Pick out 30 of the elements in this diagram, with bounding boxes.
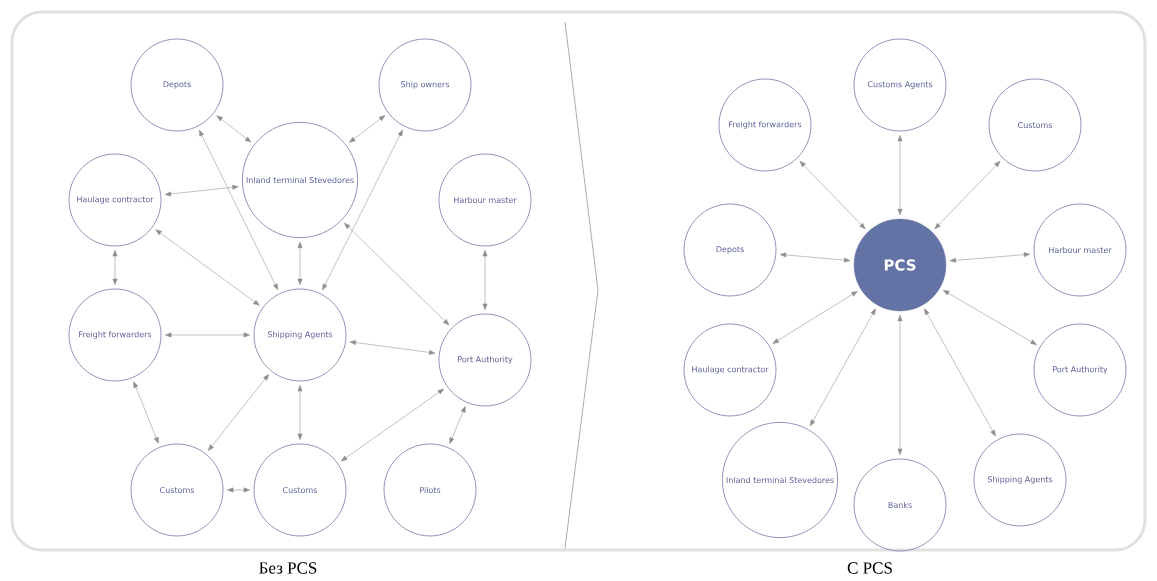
- arrow: [207, 374, 270, 451]
- arrow: [809, 308, 876, 427]
- panel-caption: С PCS: [847, 562, 892, 574]
- panel-caption: Без PCS: [259, 562, 317, 574]
- arrow: [949, 252, 1031, 263]
- arrow: [322, 129, 403, 291]
- arrow: [297, 241, 303, 285]
- arrow: [227, 487, 250, 493]
- arrow: [799, 160, 866, 230]
- arrow: [772, 291, 858, 344]
- arrow: [164, 184, 239, 197]
- arrow: [779, 252, 851, 263]
- arrow: [897, 135, 903, 216]
- arrow: [133, 381, 159, 444]
- arrow: [897, 314, 903, 455]
- arrow: [349, 115, 386, 143]
- arrow: [934, 160, 1001, 230]
- arrow: [216, 115, 252, 143]
- arrow: [942, 289, 1037, 345]
- arrow: [165, 332, 250, 338]
- arrow: [349, 340, 436, 355]
- arrow: [340, 388, 445, 462]
- arrow: [924, 308, 996, 437]
- arrow: [198, 129, 279, 291]
- arrow: [297, 385, 303, 440]
- arrow: [155, 229, 260, 306]
- arrow: [482, 250, 488, 310]
- arrow: [449, 406, 466, 444]
- arrow: [344, 222, 450, 326]
- arrow: [112, 250, 118, 285]
